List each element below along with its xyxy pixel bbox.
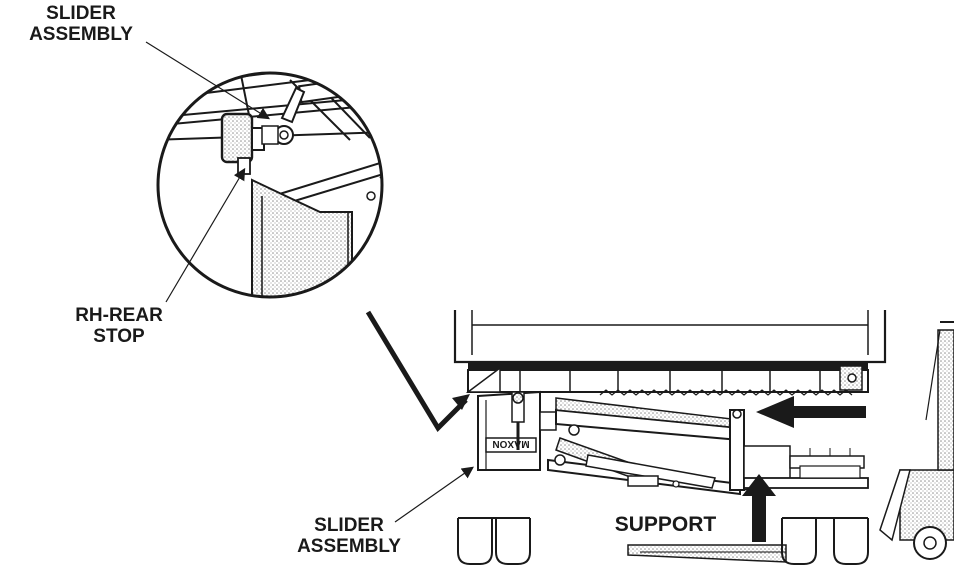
brand-plate-text: MAXON [492, 438, 529, 449]
support-arrow [742, 474, 776, 542]
push-arrow [756, 396, 866, 428]
liftgate-assembly [453, 310, 954, 565]
support-label: SUPPORT [614, 513, 717, 536]
rh-rear-stop-label: RH-REAR STOP [75, 305, 163, 347]
leader-lines [145, 41, 474, 523]
slider-assembly-label-top: SLIDER ASSEMBLY [29, 3, 133, 45]
slider-assembly-label-bottom: SLIDER ASSEMBLY [297, 515, 401, 557]
callout-arrow [365, 310, 470, 433]
detail-view [156, 71, 384, 299]
